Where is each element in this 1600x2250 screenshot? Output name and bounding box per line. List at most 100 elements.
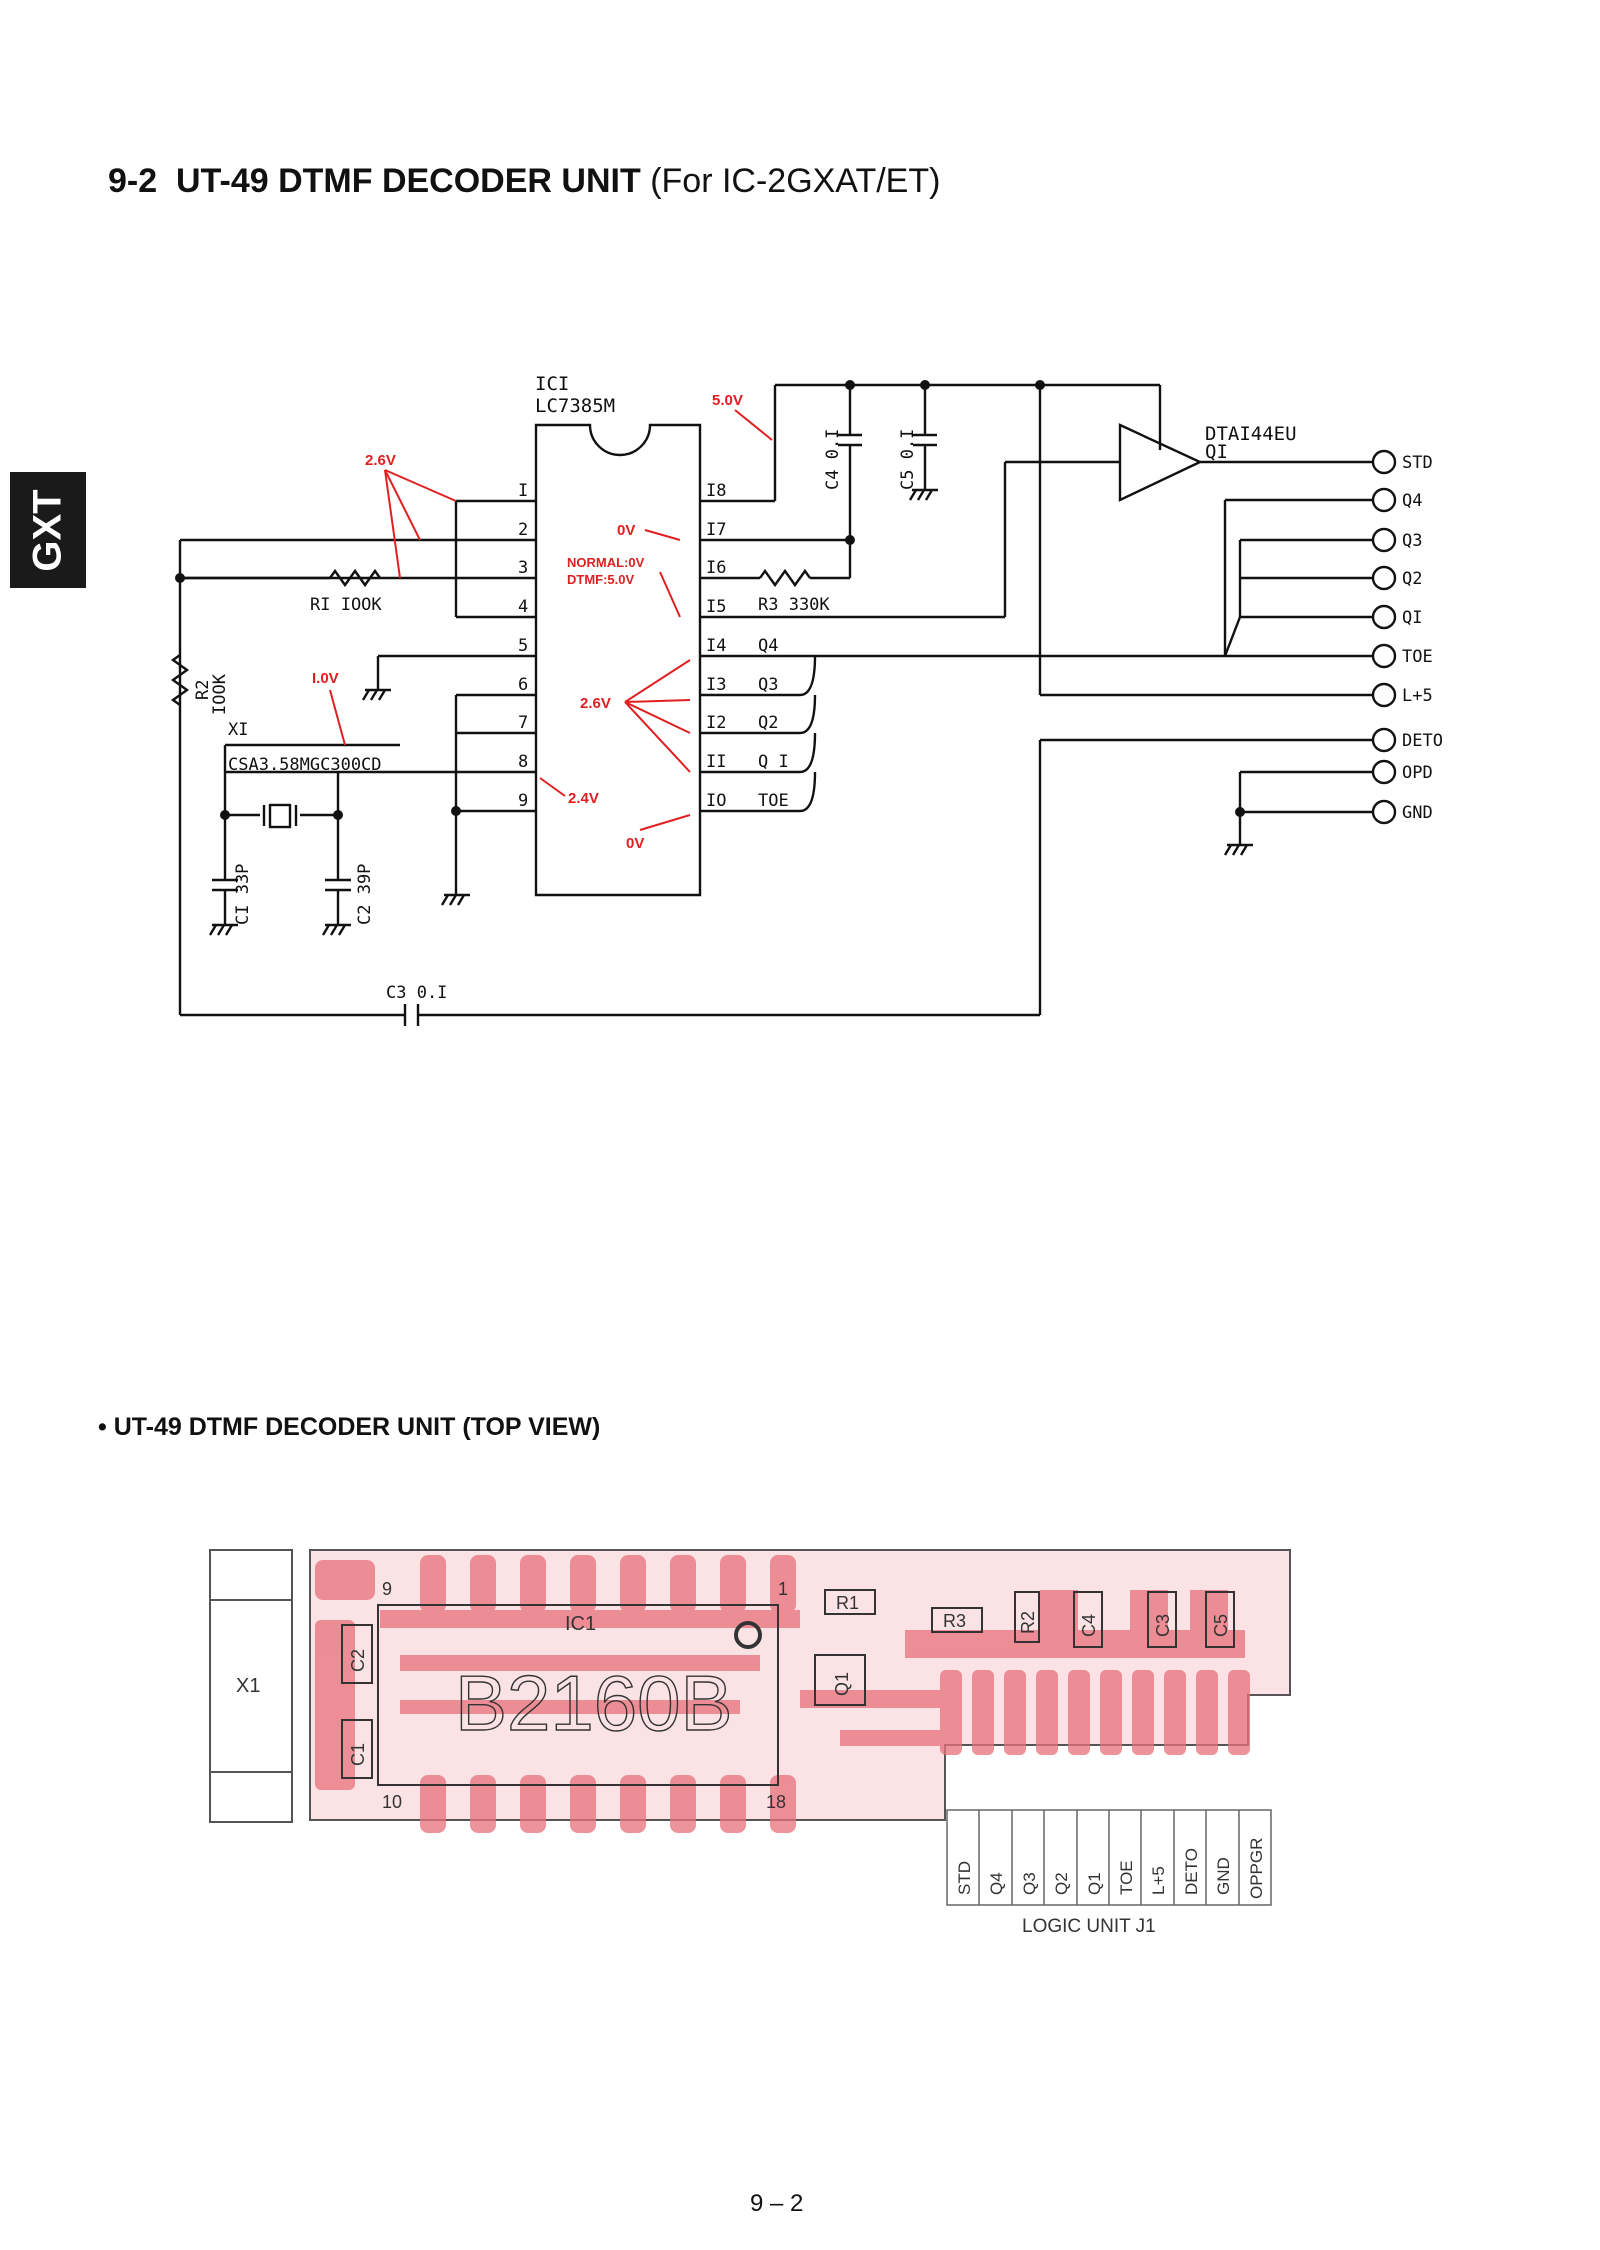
pcb-c3: C3 [1153, 1614, 1173, 1637]
voltage-dtmf: DTMF:5.0V [567, 572, 635, 587]
voltage-2-4v: 2.4V [568, 790, 599, 807]
pcb-c2: C2 [348, 1649, 368, 1672]
signal-q1: Q I [758, 752, 789, 772]
pcb-conn-q1: Q1 [1085, 1872, 1104, 1895]
pcb-subtitle: • UT-49 DTMF DECODER UNIT (TOP VIEW) [98, 1413, 601, 1441]
r2-pad [1014, 1591, 1040, 1643]
signal-q4: Q4 [758, 636, 778, 656]
pin-right-14: I4 [706, 636, 726, 656]
pcb-c5: C5 [1211, 1614, 1231, 1637]
pcb-pin1: 1 [778, 1579, 788, 1599]
conn-q4: Q4 [1402, 491, 1422, 511]
pcb-conn-toe: TOE [1117, 1860, 1136, 1895]
r2-value: IOOK [210, 673, 230, 715]
c3-pad [1147, 1591, 1177, 1648]
pcb-pin9: 9 [382, 1579, 392, 1599]
voltage-2-6v-left: 2.6V [365, 452, 396, 469]
pin-left-2: 2 [518, 520, 528, 540]
ic1-ref: ICI [535, 373, 569, 395]
pcb-conn-oppgr: OPPGR [1247, 1838, 1266, 1899]
x1-part: CSA3.58MGC300CD [228, 755, 382, 775]
schematic-diagram: ICI LC7385M QI DTAI44EU I 2 3 4 5 6 7 8 … [170, 373, 1443, 1026]
pcb-r1: R1 [836, 1593, 859, 1613]
pcb-outline [309, 1549, 1291, 1821]
pin-right-15: I5 [706, 597, 726, 617]
c2-label: C2 39P [355, 864, 375, 925]
signal-q3: Q3 [758, 675, 778, 695]
pin-right-13: I3 [706, 675, 726, 695]
pcb-conn-q4: Q4 [987, 1872, 1006, 1895]
pin-right-10: IO [706, 791, 726, 811]
conn-l5: L+5 [1402, 686, 1433, 706]
connector-caption: LOGIC UNIT J1 [1022, 1916, 1156, 1937]
pcb-pin18: 18 [766, 1792, 786, 1812]
r3-label: R3 330K [758, 595, 830, 615]
title-sub: (For IC-2GXAT/ET) [650, 162, 941, 200]
c4-pad [1073, 1591, 1103, 1648]
r3-pad [931, 1607, 983, 1633]
c5-label: C5 0.I [898, 429, 918, 490]
pin-right-18: I8 [706, 481, 726, 501]
title-main: UT-49 DTMF DECODER UNIT [176, 162, 641, 200]
pcb-conn-gnd: GND [1214, 1857, 1233, 1895]
q1-part: DTAI44EU [1205, 423, 1297, 445]
x1-ref: XI [228, 720, 248, 740]
pin-left-5: 5 [518, 636, 528, 656]
c2-pad [341, 1624, 373, 1684]
conn-toe: TOE [1402, 647, 1433, 667]
ic1-body [534, 423, 702, 897]
conn-opd: OPD [1402, 763, 1433, 783]
pcb-x1-label: X1 [236, 1675, 260, 1697]
r2-ref: R2 [193, 680, 213, 700]
page-title: 9-2 UT-49 DTMF DECODER UNIT (For IC-2GXA… [108, 162, 940, 201]
pcb-pin10: 10 [382, 1792, 402, 1812]
signal-toe: TOE [758, 791, 789, 811]
c5-pad [1205, 1591, 1235, 1648]
q1-buffer [1118, 423, 1203, 502]
pin-left-8: 8 [518, 752, 528, 772]
pcb-conn-l5: L+5 [1149, 1866, 1168, 1895]
pcb-conn-q3: Q3 [1020, 1872, 1039, 1895]
title-number: 9-2 [108, 162, 158, 200]
pin-right-17: I7 [706, 520, 726, 540]
q1-ref: QI [1205, 441, 1228, 463]
ic1-part: LC7385M [535, 395, 615, 417]
conn-gnd: GND [1402, 803, 1433, 823]
voltage-0v-pin10: 0V [626, 835, 644, 852]
section-tab: GXT [10, 472, 86, 588]
conn-q2: Q2 [1402, 569, 1422, 589]
ic1-outline [377, 1604, 779, 1786]
pcb-conn-deto: DETO [1182, 1848, 1201, 1895]
pin-left-7: 7 [518, 713, 528, 733]
pin-left-6: 6 [518, 675, 528, 695]
pin-left-1: I [518, 481, 528, 501]
voltage-1-0v: I.0V [312, 670, 339, 687]
pin-right-12: I2 [706, 713, 726, 733]
conn-q1: QI [1402, 608, 1422, 628]
conn-std: STD [1402, 453, 1433, 473]
pcb-r3: R3 [943, 1611, 966, 1631]
pin-left-9: 9 [518, 791, 528, 811]
r1-label: RI IOOK [310, 595, 382, 615]
voltage-2-6v-right: 2.6V [580, 695, 611, 712]
x1-block [209, 1549, 293, 1823]
ic1-marking: B2160B [455, 1659, 733, 1747]
q1-pad [814, 1654, 866, 1706]
connector-table [946, 1809, 1272, 1906]
pin-left-4: 4 [518, 597, 528, 617]
voltage-0v-pin17: 0V [617, 522, 635, 539]
c4-label: C4 0.I [823, 429, 843, 490]
pcb-c4: C4 [1079, 1614, 1099, 1637]
c1-label: CI 33P [233, 864, 253, 925]
page-number: 9 – 2 [750, 2190, 804, 2217]
pcb-conn-q2: Q2 [1052, 1872, 1071, 1895]
c1-pad [341, 1719, 373, 1779]
r1-pad [824, 1589, 876, 1615]
pin-right-11: II [706, 752, 726, 772]
pcb-q1: Q1 [832, 1672, 852, 1696]
connector-circles [1371, 449, 1397, 825]
conn-deto: DETO [1402, 731, 1443, 751]
pcb-conn-std: STD [955, 1861, 974, 1895]
pcb-r2: R2 [1018, 1611, 1038, 1634]
conn-q3: Q3 [1402, 531, 1422, 551]
